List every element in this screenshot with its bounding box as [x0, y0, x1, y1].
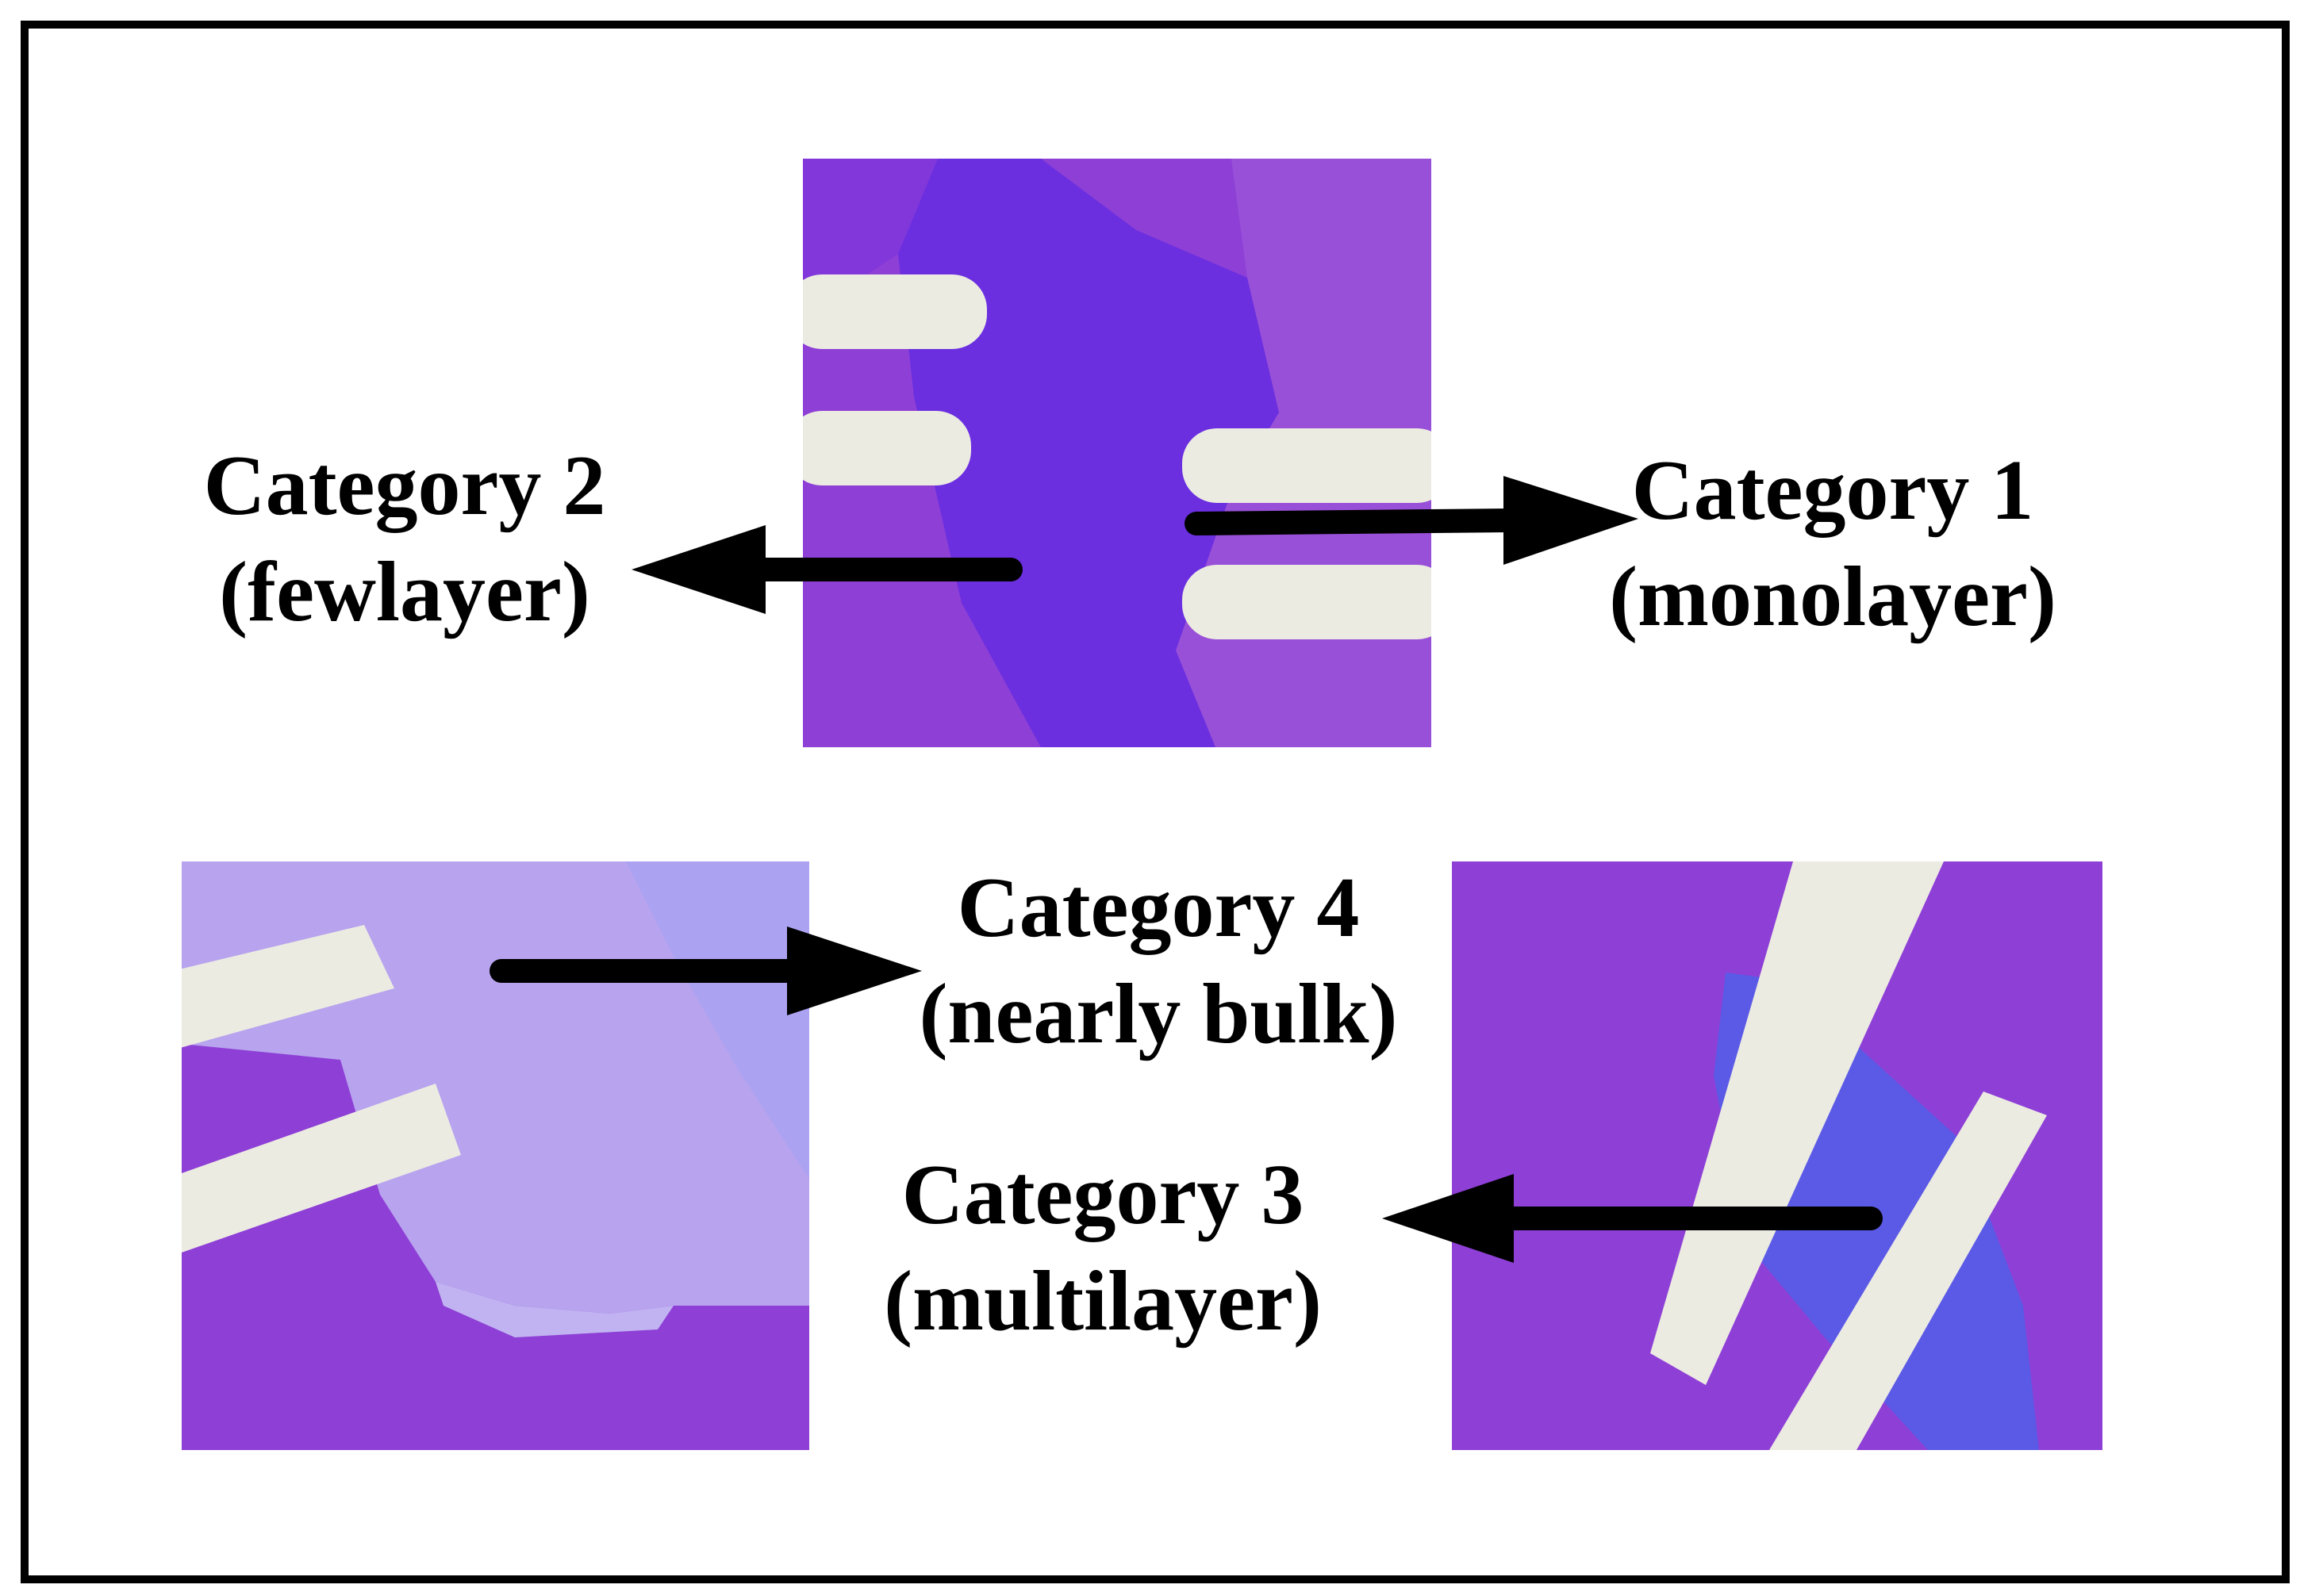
label-category-2-title: Category 2 — [203, 439, 606, 533]
micrograph-top — [803, 159, 1431, 747]
label-category-3: Category 3 (multilayer) — [849, 1142, 1357, 1355]
micrograph-bottom-left — [182, 861, 809, 1450]
label-category-1-title: Category 1 — [1631, 443, 2034, 538]
micrograph-bottom-left-image — [182, 861, 809, 1450]
micrograph-bottom-right — [1452, 861, 2102, 1450]
label-category-2: Category 2 (fewlayer) — [151, 433, 659, 646]
label-category-1: Category 1 (monolayer) — [1579, 438, 2087, 650]
micrograph-top-image — [803, 159, 1431, 747]
micrograph-bottom-right-image — [1452, 861, 2102, 1450]
label-category-1-sub: (monolayer) — [1609, 550, 2056, 644]
label-category-3-title: Category 3 — [901, 1148, 1304, 1242]
label-category-4: Category 4 (nearly bulk) — [881, 855, 1436, 1068]
label-category-4-sub: (nearly bulk) — [919, 967, 1398, 1061]
label-category-3-sub: (multilayer) — [884, 1254, 1322, 1349]
label-category-2-sub: (fewlayer) — [219, 545, 590, 639]
label-category-4-title: Category 4 — [957, 861, 1360, 955]
